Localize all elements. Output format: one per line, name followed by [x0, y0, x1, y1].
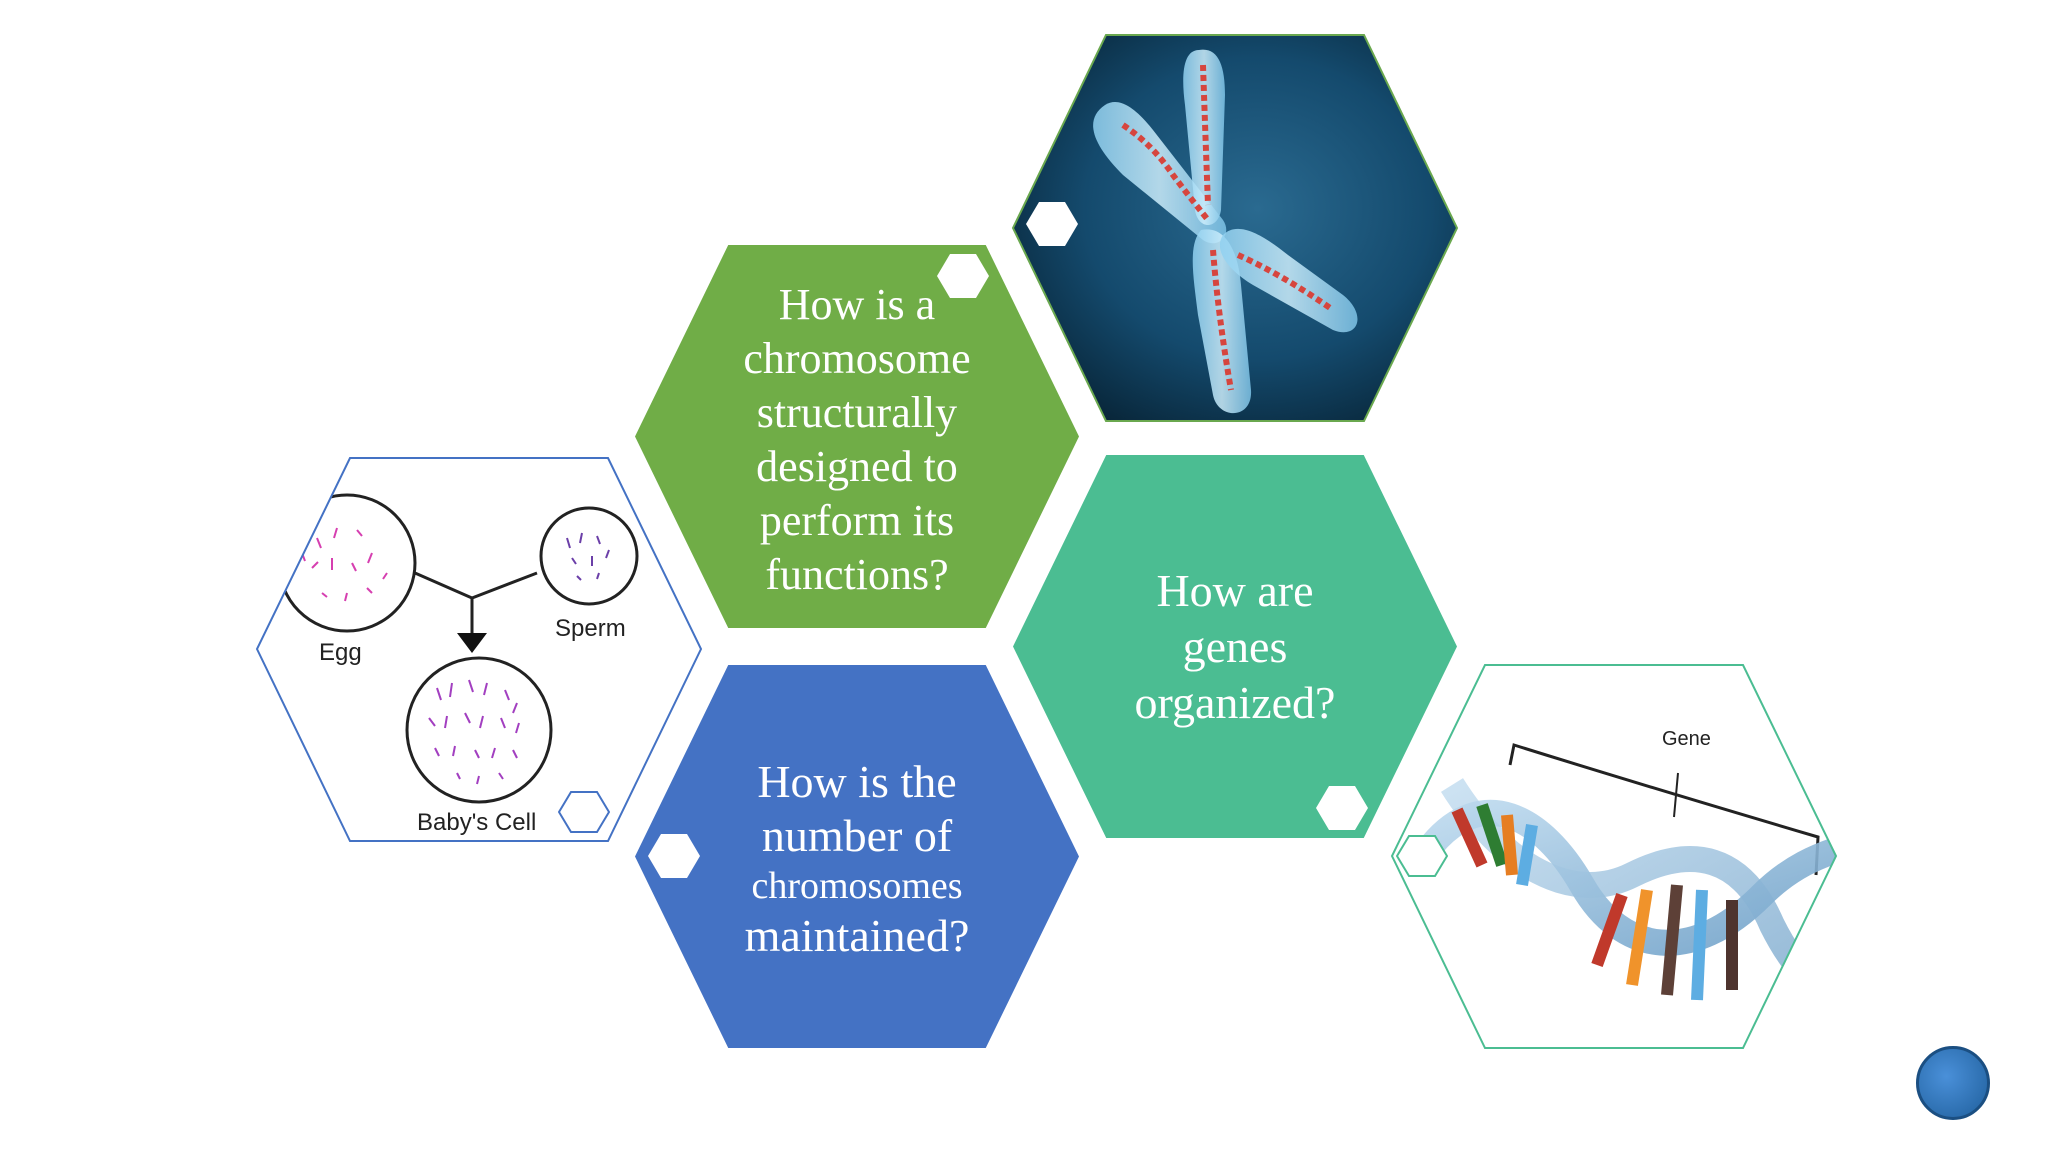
question-structure-line-1: How is a — [778, 279, 936, 329]
question-number-line-3: chromosomes — [751, 864, 963, 907]
fertilization-hex-marker — [558, 791, 610, 833]
baby-cell-label: Baby's Cell — [417, 809, 536, 836]
question-structure-line-3: structurally — [756, 387, 958, 437]
question-number-line-1: How is the — [757, 755, 957, 807]
egg-label: Egg — [319, 639, 362, 666]
dna-image-hex: Gene — [1392, 665, 1836, 1048]
question-genes-line-1: How are — [1156, 564, 1314, 616]
question-structure-line-6: functions? — [765, 549, 949, 599]
sperm-label: Sperm — [555, 615, 626, 642]
question-number-line-2: number of — [761, 809, 953, 861]
question-structure-line-2: chromosome — [743, 333, 971, 383]
chromosome-hex-outline — [1011, 34, 1459, 422]
question-genes-hex[interactable]: How are genes organized? — [1013, 455, 1457, 838]
nav-circle-button[interactable] — [1916, 1046, 1990, 1120]
sperm-circle — [539, 506, 639, 606]
structure-hex-marker — [937, 254, 989, 298]
number-hex-marker — [648, 834, 700, 878]
baby-cell-circle — [405, 656, 553, 804]
dna-illustration: Gene — [1422, 728, 1836, 1007]
fertilization-hex-outline — [255, 457, 703, 842]
dna-hex-marker — [1396, 835, 1448, 877]
chromosome-illustration — [1013, 35, 1457, 421]
question-structure-line-5: perform its — [759, 495, 955, 545]
dna-hex-outline — [1390, 664, 1838, 1049]
fertilization-diagram: Egg Sperm Baby's Cell — [277, 493, 639, 836]
chromosome-image-hex — [1013, 35, 1457, 421]
question-structure-line-4: designed to — [756, 441, 958, 491]
question-number-hex[interactable]: How is the number of chromosomes maintai… — [635, 665, 1079, 1048]
question-genes-line-2: genes — [1182, 620, 1288, 672]
gene-label: Gene — [1662, 728, 1711, 750]
question-structure-hex[interactable]: How is a chromosome structurally designe… — [635, 245, 1079, 628]
question-number-line-4: maintained? — [744, 909, 970, 961]
fertilization-image-hex: Egg Sperm Baby's Cell — [257, 458, 701, 841]
question-genes-line-3: organized? — [1134, 676, 1336, 728]
